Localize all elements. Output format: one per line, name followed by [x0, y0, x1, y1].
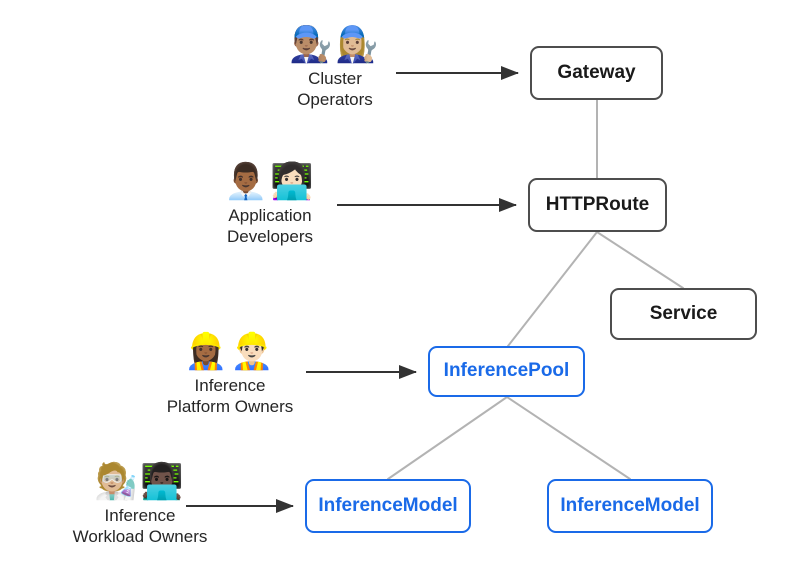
node-label-service: Service	[649, 302, 718, 324]
node-inferencepool[interactable]: InferencePool	[428, 346, 585, 397]
node-label-gateway: Gateway	[557, 61, 636, 83]
persona-label-cluster-operators: Cluster Operators	[297, 69, 373, 110]
node-inferencemodel-right[interactable]: InferenceModel	[547, 479, 713, 533]
persona-arrows	[186, 66, 519, 513]
persona-label-inference-workload-owners: Inference Workload Owners	[72, 506, 208, 547]
node-service[interactable]: Service	[610, 288, 757, 340]
persona-inference-platform-owners: 👷🏾‍♀️👷🏻‍♂️Inference Platform Owners	[135, 335, 325, 418]
node-label-inferencemodel-right: InferenceModel	[560, 494, 700, 516]
mechanic-man-icon-and-mechanic-woman-icon: 👨🏽‍🔧👩🏼‍🔧	[289, 25, 381, 65]
construction-worker-woman-icon-and-construction-worker-man-icon: 👷🏾‍♀️👷🏻‍♂️	[184, 332, 276, 372]
node-label-inferencemodel-left: InferenceModel	[318, 494, 458, 516]
persona-application-developers: 👨🏾‍💼👩🏻‍💻Application Developers	[175, 165, 365, 248]
persona-label-application-developers: Application Developers	[227, 206, 313, 247]
connector-inferencepool-to-model-left	[387, 396, 508, 480]
persona-cluster-operators: 👨🏽‍🔧👩🏼‍🔧Cluster Operators	[240, 28, 430, 111]
node-label-inferencepool: InferencePool	[443, 360, 570, 382]
scientist-icon-and-technologist-man-icon: 🧑🏼‍🔬👨🏿‍💻	[94, 462, 186, 502]
node-gateway[interactable]: Gateway	[530, 46, 663, 100]
node-label-httproute: HTTPRoute	[545, 193, 650, 215]
node-httproute[interactable]: HTTPRoute	[528, 178, 667, 232]
connector-httproute-to-service	[596, 231, 684, 289]
connector-httproute-to-inferencepool	[507, 231, 598, 347]
persona-inference-workload-owners: 🧑🏼‍🔬👨🏿‍💻Inference Workload Owners	[45, 465, 235, 548]
connector-inferencepool-to-model-right	[506, 396, 631, 480]
persona-label-inference-platform-owners: Inference Platform Owners	[166, 376, 294, 417]
office-worker-icon-and-technologist-woman-icon: 👨🏾‍💼👩🏻‍💻	[224, 162, 316, 202]
node-inferencemodel-left[interactable]: InferenceModel	[305, 479, 471, 533]
